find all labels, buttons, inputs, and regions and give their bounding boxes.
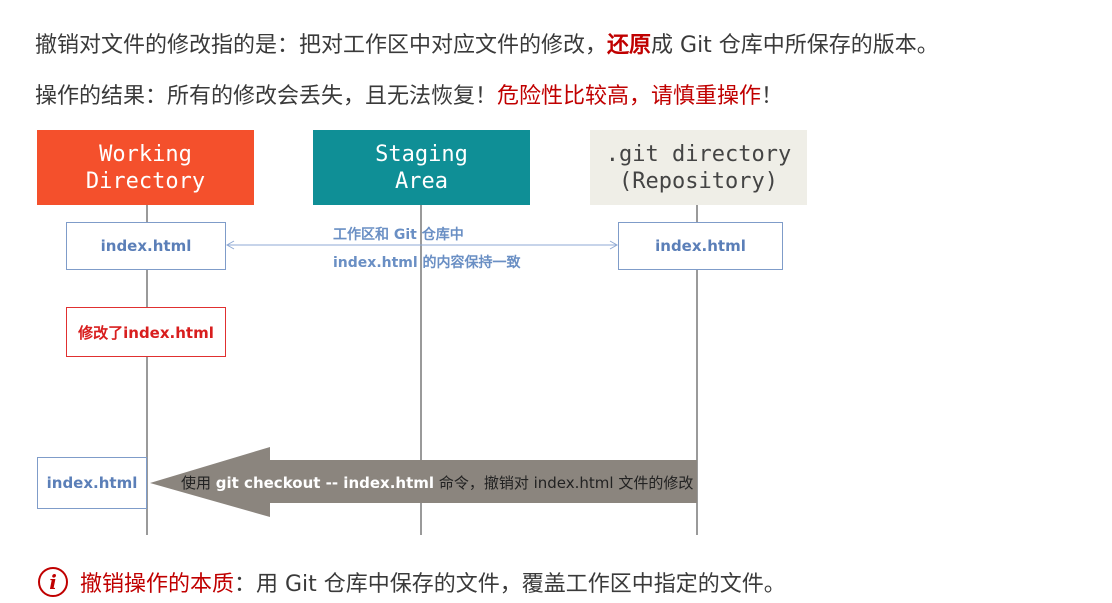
text: 撤销对文件的修改指的是：把对工作区中对应文件的修改， (35, 33, 608, 58)
label: Working (99, 141, 192, 167)
label: Staging (375, 141, 468, 167)
text: 使用 (181, 474, 216, 492)
modified-file-box: 修改了index.html (66, 307, 226, 357)
arrow-label: 使用 git checkout -- index.html 命令，撤销对 ind… (181, 472, 693, 493)
sync-note-2: index.html 的内容保持一致 (333, 255, 521, 271)
essence-text: ：用 Git 仓库中保存的文件，覆盖工作区中指定的文件。 (234, 572, 786, 597)
intro-line-1: 撤销对文件的修改指的是：把对工作区中对应文件的修改，还原成 Git 仓库中所保存… (35, 27, 939, 59)
sync-double-arrow (225, 240, 619, 250)
warning: 危险性比较高，请慎重操作 (497, 84, 762, 109)
label: Area (395, 168, 448, 194)
staging-lifeline (420, 205, 422, 535)
label: (Repository) (619, 168, 778, 194)
text: 命令，撤销对 index.html 文件的修改 (434, 474, 694, 492)
text: 成 Git 仓库中所保存的版本。 (651, 33, 939, 58)
text: 操作的结果：所有的修改会丢失，且无法恢复！ (35, 84, 498, 109)
label: .git directory (605, 141, 792, 167)
restored-file-box: index.html (37, 457, 147, 509)
essence-label: 撤销操作的本质 (80, 572, 235, 597)
repo-lifeline (696, 205, 698, 535)
info-icon: i (38, 567, 68, 597)
essence-note: i 撤销操作的本质：用 Git 仓库中保存的文件，覆盖工作区中指定的文件。 (38, 566, 786, 598)
intro-line-2: 操作的结果：所有的修改会丢失，且无法恢复！危险性比较高，请慎重操作！ (35, 78, 783, 110)
highlight: 还原 (607, 33, 652, 58)
label: Directory (85, 168, 206, 194)
working-lifeline (146, 205, 148, 535)
repo-file-box: index.html (618, 222, 783, 270)
command: git checkout -- index.html (215, 474, 435, 492)
restore-arrow (150, 447, 697, 517)
text: ！ (761, 84, 784, 109)
sync-note-1: 工作区和 Git 仓库中 (333, 227, 464, 243)
repository-header: .git directory(Repository) (590, 130, 807, 205)
working-file-box: index.html (66, 222, 226, 270)
